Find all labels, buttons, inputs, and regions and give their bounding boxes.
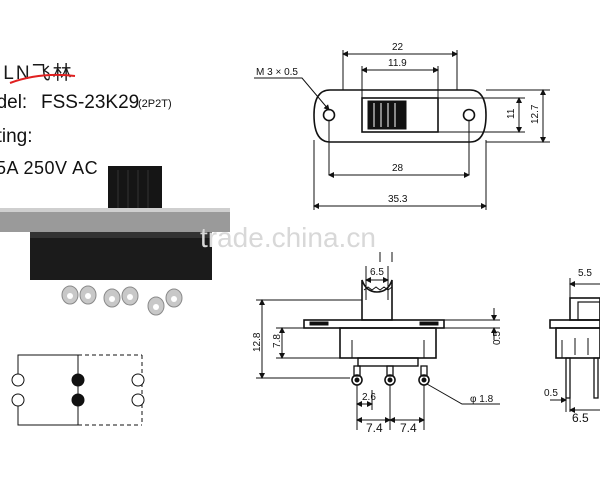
dim-pin-diameter: φ 1.8 [470, 394, 494, 405]
switch-schematic [11, 354, 145, 426]
dim-tab: 0.5 [492, 331, 503, 345]
dim-actuator: 6.5 [370, 267, 384, 278]
dim-total-height: 12.8 [252, 332, 263, 352]
model-subtype: (2P2T) [138, 98, 172, 110]
dim-overall-plate: 22 [392, 42, 404, 53]
dim-body-width: 6.5 [572, 411, 589, 425]
side-view-drawing [256, 252, 500, 430]
dim-actuator-width: 5.5 [578, 268, 592, 279]
dim-pin-offset: 2.6 [362, 392, 376, 403]
dim-hole-span: 28 [392, 163, 404, 174]
model-value: FSS-23K29 [41, 92, 140, 113]
dim-pin-pitch-left: 7.4 [366, 421, 383, 435]
watermark: trade.china.cn [200, 222, 376, 253]
dim-height-outer: 12.7 [530, 104, 541, 124]
rating-label: ating: [0, 126, 33, 147]
logo-swoosh-icon [9, 73, 76, 84]
dim-height-inner: 11 [506, 108, 517, 119]
brand-logo-text: ILN飞林 [0, 63, 74, 84]
dim-body-height: 7.8 [272, 334, 283, 348]
dim-thread: M 3 × 0.5 [256, 67, 298, 78]
switch-photo [0, 166, 230, 316]
top-view-drawing [254, 50, 550, 210]
rating-value: 5A 250V AC [0, 158, 99, 178]
dim-pin-pitch-right: 7.4 [400, 421, 417, 435]
dim-pin-width: 0.5 [544, 388, 558, 399]
model-label: odel: [0, 92, 28, 113]
dim-total-length: 35.3 [388, 194, 408, 205]
end-view-drawing [549, 278, 600, 413]
dim-slot: 11.9 [388, 58, 407, 69]
